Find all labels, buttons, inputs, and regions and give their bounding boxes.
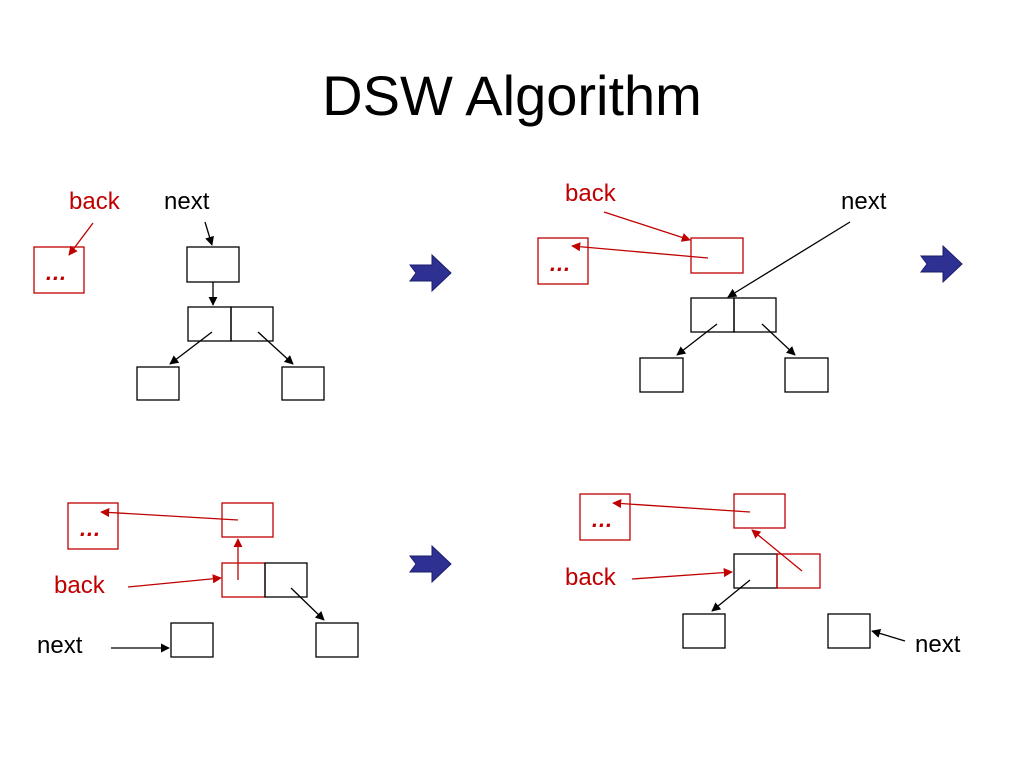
panel-step-3 (67, 502, 359, 658)
back-label: back (69, 188, 120, 215)
right-child-arrow (290, 587, 325, 621)
next-label: next (37, 632, 83, 659)
ellipsis-box (579, 493, 631, 541)
right-child-arrow (257, 331, 294, 365)
next-label: next (164, 188, 210, 215)
back-label: back (565, 564, 616, 591)
next-pointer-arrow (727, 221, 851, 298)
transition-arrows (409, 244, 963, 584)
reversed-link-arrow (571, 242, 709, 259)
reversed-link-arrow (100, 507, 239, 521)
parent-node-left-half (221, 562, 266, 598)
parent-node-right-half (230, 306, 274, 342)
back-pointer-arrow (127, 574, 222, 588)
left-child-node (170, 622, 214, 658)
right-child-node (281, 366, 325, 401)
left-child-node (639, 357, 684, 393)
ellipsis-box (537, 237, 589, 285)
back-pointer-arrow (631, 568, 733, 580)
ellipsis-box (67, 502, 119, 550)
next-label: next (841, 188, 887, 215)
current-node (186, 246, 240, 283)
reversed-link-arrow (612, 498, 751, 513)
next-pointer-arrow (871, 629, 906, 642)
panel-step-2 (537, 211, 851, 393)
left-child-node (136, 366, 180, 401)
current-node (221, 502, 274, 538)
transition-arrow (409, 253, 452, 293)
right-child-node (784, 357, 829, 393)
left-child-arrow (169, 331, 213, 365)
transition-arrow (409, 544, 452, 584)
left-child-arrow (711, 579, 751, 612)
ellipsis-label: … (549, 251, 571, 276)
current-node (690, 237, 744, 274)
panel-step-4 (579, 493, 906, 649)
transition-arrow (920, 244, 963, 284)
right-child-node (827, 613, 871, 649)
ellipsis-label: … (45, 260, 67, 285)
ellipsis-label: … (591, 507, 613, 532)
slide-title: DSW Algorithm (322, 64, 702, 127)
back-pointer-arrow (68, 222, 94, 256)
left-child-node (682, 613, 726, 649)
left-child-arrow (676, 323, 718, 356)
ellipsis-box (33, 246, 85, 294)
next-pointer-arrow (204, 221, 214, 246)
parent-node-right-half (264, 562, 308, 598)
right-child-node (315, 622, 359, 658)
panel-step-1 (33, 221, 325, 401)
back-label: back (54, 572, 105, 599)
parent-node-right-half (776, 553, 821, 589)
parent-node-right-half (733, 297, 777, 333)
ellipsis-label: … (79, 516, 101, 541)
right-child-arrow (761, 323, 796, 356)
parent-node-left-half (187, 306, 232, 342)
next-label: next (915, 631, 961, 658)
parent-node-left-half (733, 553, 778, 589)
back-pointer-arrow (603, 211, 691, 242)
back-label: back (565, 180, 616, 207)
reversed-child-arrow (751, 529, 803, 572)
